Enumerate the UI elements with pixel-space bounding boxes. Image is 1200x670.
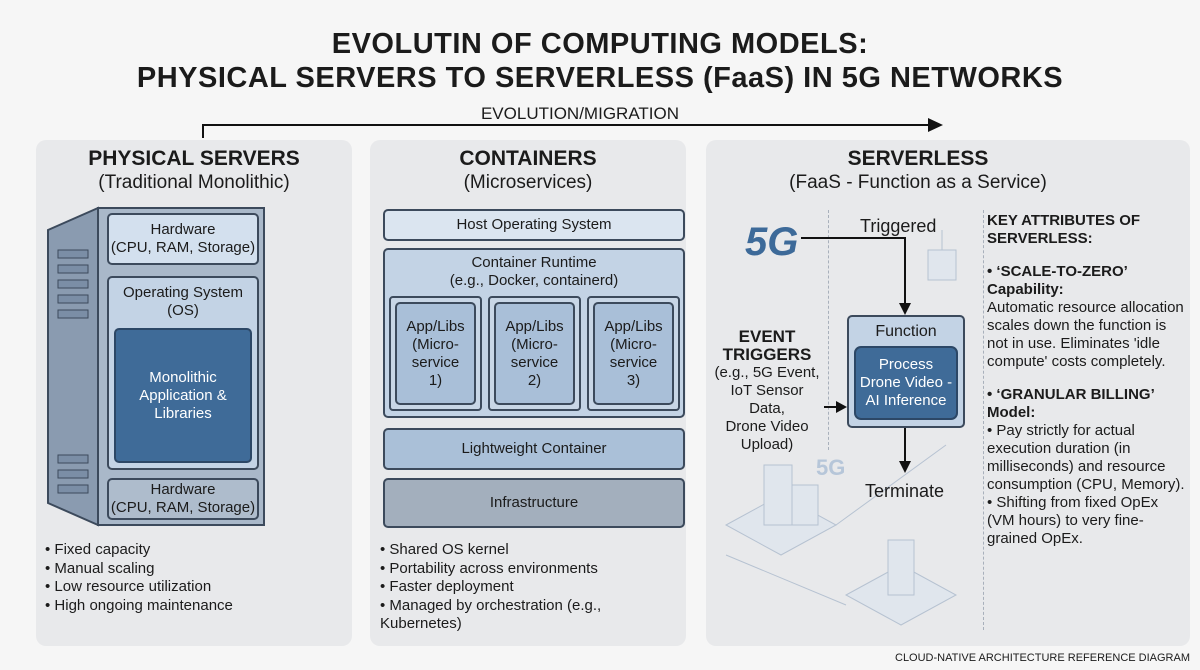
label: EVENT <box>738 327 796 346</box>
label: Hardware <box>150 221 216 238</box>
physical-heading: PHYSICAL SERVERS <box>88 147 300 170</box>
label: (e.g., Docker, containerd) <box>449 272 619 289</box>
network-illustration: 5G <box>724 230 958 626</box>
bullet: Shared OS kernel <box>380 541 680 560</box>
containers-bullets: Shared OS kernelPortability across envir… <box>380 541 680 634</box>
label: service <box>609 353 658 371</box>
footer-caption: CLOUD-NATIVE ARCHITECTURE REFERENCE DIAG… <box>895 652 1190 664</box>
label: ‘GRANULAR BILLING’ <box>996 386 1155 403</box>
label: Function <box>875 323 937 340</box>
serverless-subheading: (FaaS - Function as a Service) <box>789 172 1047 193</box>
5g-logo: 5G <box>745 220 799 264</box>
attribute-title: • ‘GRANULAR BILLING’ <box>987 386 1155 403</box>
bullet: Faster deployment <box>380 578 680 597</box>
bg-5g-label: 5G <box>816 455 845 480</box>
label: Application & <box>139 386 227 404</box>
label: 1) <box>428 371 443 389</box>
triggered-label: Triggered <box>860 216 937 236</box>
bullet: High ongoing maintenance <box>45 597 232 616</box>
key-title: SERVERLESS: <box>987 230 1093 247</box>
key-title: KEY ATTRIBUTES OF <box>987 212 1141 229</box>
host-os-layer: Host Operating System <box>383 209 685 241</box>
hardware-bottom-layer: Hardware(CPU, RAM, Storage) <box>107 478 259 520</box>
attribute-bullet: • Pay strictly for actual execution dura… <box>987 422 1185 493</box>
infrastructure-layer: Infrastructure <box>383 478 685 528</box>
label: (e.g., 5G Event, <box>714 364 820 381</box>
containers-subheading: (Microservices) <box>463 172 593 193</box>
label: Drone Video - <box>859 374 953 391</box>
bullet: Manual scaling <box>45 560 233 579</box>
key-attributes: KEY ATTRIBUTES OF SERVERLESS: • ‘SCALE-T… <box>987 212 1187 548</box>
label: service <box>411 353 460 371</box>
label: Libraries <box>154 404 212 422</box>
label: App/Libs <box>505 317 564 335</box>
physical-subheading: (Traditional Monolithic) <box>98 172 290 193</box>
label: Monolithic <box>149 368 217 386</box>
label: (Micro- <box>412 335 459 353</box>
label: 3) <box>626 371 641 389</box>
containers-heading: CONTAINERS <box>459 147 597 170</box>
label: Upload) <box>740 436 794 453</box>
evolution-arrow <box>202 118 943 138</box>
divider <box>983 210 984 630</box>
serverless-heading: SERVERLESS <box>847 147 989 170</box>
label: App/Libs <box>406 317 465 335</box>
attribute-bullet: • Shifting from fixed OpEx (VM hours) to… <box>987 494 1159 547</box>
label: AI Inference <box>865 392 947 409</box>
terminate-label: Terminate <box>865 481 945 501</box>
label: (Micro- <box>610 335 657 353</box>
label: Process <box>878 356 934 373</box>
label: App/Libs <box>604 317 663 335</box>
hardware-top-layer: Hardware(CPU, RAM, Storage) <box>107 213 259 265</box>
attribute-title: Model: <box>987 404 1036 421</box>
label: Pay strictly for actual execution durati… <box>987 422 1185 493</box>
bullet: Fixed capacity <box>45 541 233 560</box>
label: IoT Sensor Data, <box>730 382 804 417</box>
title-line-2: PHYSICAL SERVERS TO SERVERLESS (FaaS) IN… <box>136 62 1064 94</box>
physical-bullets: Fixed capacityManual scalingLow resource… <box>45 541 233 616</box>
lightweight-container-layer: Lightweight Container <box>383 428 685 470</box>
label: Hardware <box>150 481 216 498</box>
attribute-text: Automatic resource allocation scales dow… <box>987 299 1184 370</box>
label: (CPU, RAM, Storage) <box>110 239 256 256</box>
attribute-title: Capability: <box>987 281 1064 298</box>
label: (Micro- <box>511 335 558 353</box>
bullet: Low resource utilization <box>45 578 233 597</box>
label: Drone Video <box>725 418 809 435</box>
label: service <box>510 353 559 371</box>
label: 2) <box>527 371 542 389</box>
label: Shifting from fixed OpEx (VM hours) to v… <box>987 494 1159 547</box>
label: TRIGGERS <box>722 345 812 364</box>
bullet: Managed by orchestration (e.g., Kubernet… <box>380 597 680 634</box>
title-line-1: EVOLUTIN OF COMPUTING MODELS: <box>331 28 869 60</box>
arrow-label: EVOLUTION/MIGRATION <box>480 104 680 123</box>
attribute-title: • ‘SCALE-TO-ZERO’ <box>987 263 1128 280</box>
label: (CPU, RAM, Storage) <box>110 499 256 516</box>
bullet: Portability across environments <box>380 560 680 579</box>
label: Container Runtime <box>471 254 597 271</box>
divider <box>828 210 829 450</box>
os-label: Operating System (OS) <box>122 284 244 319</box>
label: ‘SCALE-TO-ZERO’ <box>996 263 1128 280</box>
